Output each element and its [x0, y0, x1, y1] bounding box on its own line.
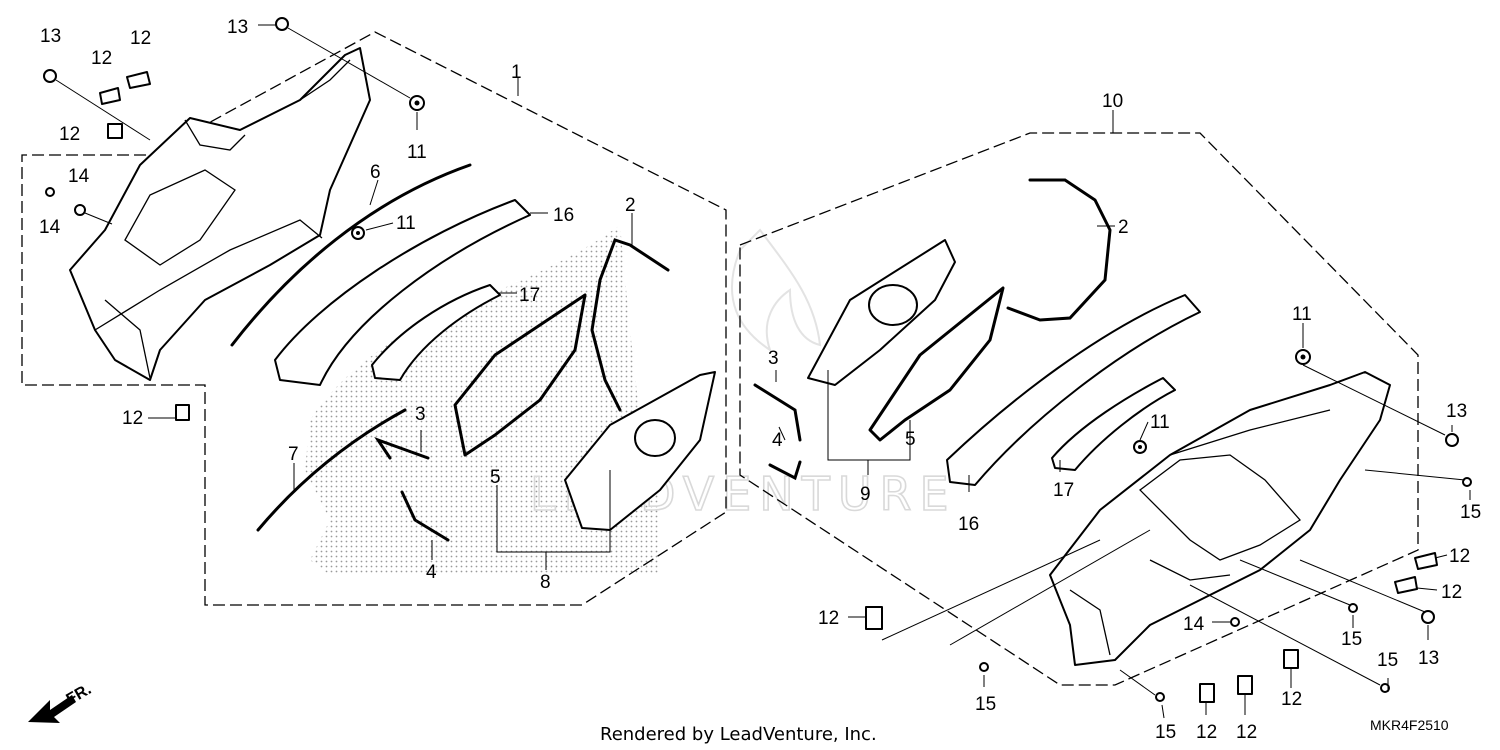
label-8: 8 [540, 572, 551, 593]
part-9-frame-hole [868, 284, 918, 326]
label-13: 13 [1446, 401, 1467, 422]
part-2-wire [590, 238, 670, 412]
label-13: 13 [40, 26, 61, 47]
label-14: 14 [39, 217, 61, 238]
label-16: 16 [553, 205, 574, 226]
left-assembly-boundary [21, 31, 727, 606]
part-2-wire-right [1006, 178, 1112, 322]
part-labels: 13 12 12 13 1 12 11 14 6 16 2 14 11 17 1… [39, 17, 1481, 743]
label-11: 11 [407, 142, 427, 163]
part-16-pad-right [946, 294, 1201, 486]
left-leader-lines [148, 24, 633, 570]
label-16: 16 [958, 514, 979, 535]
label-7: 7 [288, 444, 299, 465]
right-assembly-boundary [739, 132, 1419, 686]
part-3-clip-right [753, 383, 802, 442]
label-11: 11 [396, 213, 416, 234]
label-2: 2 [625, 195, 636, 216]
label-12: 12 [1196, 722, 1217, 743]
label-6: 6 [370, 162, 381, 183]
label-15: 15 [1377, 650, 1398, 671]
label-15: 15 [1460, 502, 1481, 523]
label-17: 17 [519, 285, 540, 306]
part-5-gasket [453, 293, 587, 457]
label-5: 5 [490, 467, 501, 488]
label-12: 12 [818, 608, 839, 629]
left-fasteners [43, 17, 425, 421]
right-fasteners [865, 349, 1472, 703]
part-5-gasket-right [868, 286, 1005, 442]
rendered-by-credit: Rendered by LeadVenture, Inc. [600, 724, 877, 745]
part-16-pad [274, 199, 531, 386]
label-2: 2 [1118, 217, 1129, 238]
label-13: 13 [1418, 648, 1439, 669]
label-1: 1 [511, 62, 522, 83]
part-4-clip-right [768, 460, 802, 481]
label-15: 15 [975, 694, 996, 715]
right-leader-lines [775, 110, 1471, 719]
label-15: 15 [1155, 722, 1176, 743]
label-15: 15 [1341, 629, 1362, 650]
label-9: 9 [860, 484, 871, 505]
part-4-clip [400, 490, 450, 542]
label-12: 12 [122, 408, 143, 429]
label-11: 11 [1150, 412, 1170, 433]
front-direction-arrow: FR. [28, 681, 94, 723]
left-fender-part [69, 47, 371, 381]
label-4: 4 [426, 562, 437, 583]
label-12: 12 [1441, 582, 1462, 603]
part-17-pad [371, 284, 501, 381]
label-11: 11 [1292, 304, 1312, 325]
label-12: 12 [59, 124, 80, 145]
part-17-pad-right [1051, 377, 1176, 471]
label-13: 13 [227, 17, 248, 38]
part-3-clip [374, 437, 430, 460]
label-12: 12 [1281, 689, 1302, 710]
label-14: 14 [68, 166, 90, 187]
label-17: 17 [1053, 480, 1074, 501]
label-3: 3 [768, 348, 779, 369]
label-5: 5 [905, 429, 916, 450]
label-12: 12 [1449, 546, 1470, 567]
label-14: 14 [1183, 614, 1205, 635]
label-12: 12 [91, 48, 112, 69]
part-8-panel-hole [634, 419, 676, 457]
part-7-strip [256, 408, 407, 532]
label-12: 12 [1236, 722, 1257, 743]
part-6-strip [230, 163, 472, 347]
label-4: 4 [772, 430, 783, 451]
label-10: 10 [1102, 91, 1123, 112]
diagram-code: MKR4F2510 [1370, 717, 1449, 733]
right-fender-part [1049, 371, 1391, 666]
label-3: 3 [415, 404, 426, 425]
label-12: 12 [130, 28, 151, 49]
